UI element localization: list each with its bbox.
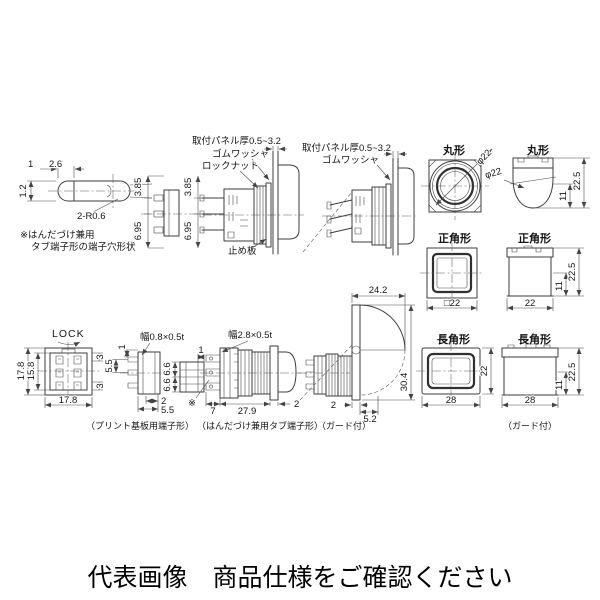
terminal-width-label: 幅2.8×0.5t [228,329,272,341]
dim-17-8-left: 17.8 [16,362,27,381]
guard-caption: （ガード付） [317,421,371,431]
dim-2: 2 [161,396,166,407]
dim-11: 11 [554,281,565,291]
shape-title-rect: 長角形 [437,332,470,346]
dim-square-22: □22 [444,298,460,309]
dim-24-2: 24.2 [369,285,388,296]
dim-30-4: 30.4 [399,373,410,392]
pcb-terminal-caption: （プリント基板用端子形） [86,420,194,431]
terminal-width-label: 幅0.8×0.5t [140,331,184,343]
dim-5-5-bottom: 5.5 [161,405,174,416]
dim-1-2: 1.2 [18,184,29,197]
footer-caption: 代表画像 商品仕様をご確認ください [87,564,512,592]
note-line2: タブ端子形の端子穴形状 [31,241,136,253]
rubber-washer-label: ゴムワッシャ [212,148,269,160]
note-line1: ※はんだづけ兼用 [20,229,94,241]
dim-7: 7 [210,406,215,417]
lock-nut-label: ロックナット [202,161,259,172]
rubber-washer-label: ゴムワッシャ [322,154,379,166]
dim-6-95: 6.95 [183,222,194,241]
dim-1: 1 [28,159,33,170]
round-front-view: 丸形 φ22 [421,143,495,220]
round-side-view: 丸形 φ22 11 22.5 [483,143,590,209]
dim-dia-22: φ22 [474,147,494,167]
shape-title-square: 正角形 [518,231,551,245]
dim-2: 2 [294,399,299,410]
tab-terminal-side-view: 幅2.8×0.5t 7 27.9 2 ※ （はんだづけ兼用タブ端子形） [187,328,323,431]
dim-11: 11 [554,380,565,390]
rect-front-view: 長角形 28 22 [416,332,494,408]
dim-radius: 2-R0.6 [77,211,106,222]
stopper-plate-label: 止め板 [228,245,257,257]
dim-6-95: 6.95 [133,222,144,241]
reference-mark: ※ [188,398,196,409]
lock-label: LOCK [52,328,85,340]
guard-caption: （ガード付） [503,421,557,431]
dim-3-bottom: 3 [95,383,106,388]
shape-title-rect: 長角形 [518,332,551,346]
square-side-view: 正角形 22 11 22.5 [506,231,584,311]
dim-3-85: 3.85 [133,178,144,197]
panel-thickness-label: 取付パネル厚0.5~3.2 [302,143,391,154]
square-front-view: 正角形 □22 [420,231,484,311]
shape-title-square: 正角形 [438,231,471,245]
hole-shape-detail-view: 1 2.6 1.2 2-R0.6 ※はんだづけ兼用 タブ端子形の端子穴形状 [17,158,153,254]
dim-2: 2 [331,400,336,411]
dim-17-8-bottom: 17.8 [59,395,78,406]
shape-title-round: 丸形 [442,143,465,157]
dim-22-5: 22.5 [567,263,578,282]
dim-27-9: 27.9 [238,406,257,417]
terminal-arrangement-detail: 6.6 6.6 1 [161,344,205,393]
dim-28: 28 [525,395,536,406]
dim-22-5: 22.5 [567,363,578,382]
lock-front-view: LOCK 17.8 15.8 17.8 3 3 [15,327,107,408]
dim-28: 28 [446,395,457,406]
dim-1: 1 [117,344,128,349]
dim-dia-22: φ22 [484,166,503,181]
dim-15-8: 15.8 [26,362,37,381]
dim-6-6-upper: 6.6 [162,362,173,375]
panel-mount-side-view: 3.85 6.95 取付パネル厚0.5~3.2 ゴムワッシャ ロックナット 止め… [182,135,304,258]
dim-5-5-left: 5.5 [104,359,115,372]
dim-2-6: 2.6 [49,159,62,170]
pcb-terminal-side-view: 幅0.8×0.5t 5.5 1 2 5.5 （プリント基板用端子形） [86,330,194,431]
dim-22: 22 [479,366,490,377]
panel-mount-side-view-2: 取付パネル厚0.5~3.2 ゴムワッシャ [301,142,418,256]
dim-22-5: 22.5 [572,172,583,191]
panel-thickness-label: 取付パネル厚0.5~3.2 [192,136,281,147]
dim-5-2: 5.2 [363,414,376,425]
dim-22: 22 [525,298,536,309]
dim-11: 11 [558,191,569,201]
rect-side-view: 長角形 28 11 22.5 （ガード付） [501,332,584,431]
dim-6-6-lower: 6.6 [162,378,173,391]
guard-side-view: 24.2 30.4 2 5.2 （ガード付） [298,284,415,431]
dim-3-top: 3 [95,354,106,359]
dim-3-85: 3.85 [183,178,194,197]
tab-terminal-caption: （はんだづけ兼用タブ端子形） [197,420,323,431]
dim-1: 1 [198,345,203,356]
terminal-pitch-view: 3.85 6.95 [132,175,198,249]
shape-title-round: 丸形 [526,143,549,157]
